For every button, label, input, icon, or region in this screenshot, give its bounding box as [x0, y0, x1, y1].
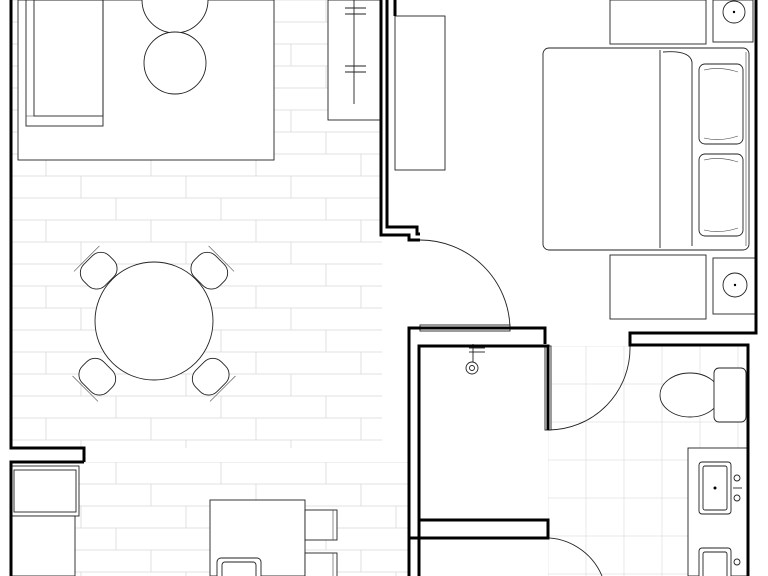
pillow: [698, 63, 744, 145]
bedroom-door: [419, 239, 511, 332]
dining-chair: [190, 245, 235, 290]
appliance: [10, 465, 80, 517]
walls: [9, 0, 758, 576]
closet-door: [539, 537, 603, 576]
dining-table: [94, 261, 214, 381]
bar-stool: [304, 552, 338, 576]
sink-icon: [216, 557, 262, 576]
nightstand: [609, 0, 754, 45]
vanity: [687, 447, 749, 576]
sink-icon: [698, 547, 732, 576]
pillow: [698, 153, 744, 237]
dining-chair: [191, 357, 236, 402]
dresser: [394, 15, 446, 171]
dining-set: [72, 245, 236, 402]
dining-chair: [73, 245, 118, 290]
nightstand: [609, 254, 756, 320]
bathroom-door: [544, 345, 631, 431]
sofa: [25, 0, 104, 127]
bench-with-hangers: [327, 0, 381, 121]
shower-head: [465, 344, 485, 375]
bar-stool: [304, 509, 338, 541]
toilet: [659, 367, 747, 423]
dining-chair: [72, 357, 117, 402]
bed: [542, 47, 750, 251]
ottoman: [143, 31, 207, 95]
kitchen-island: [209, 499, 306, 576]
counter: [10, 515, 76, 576]
